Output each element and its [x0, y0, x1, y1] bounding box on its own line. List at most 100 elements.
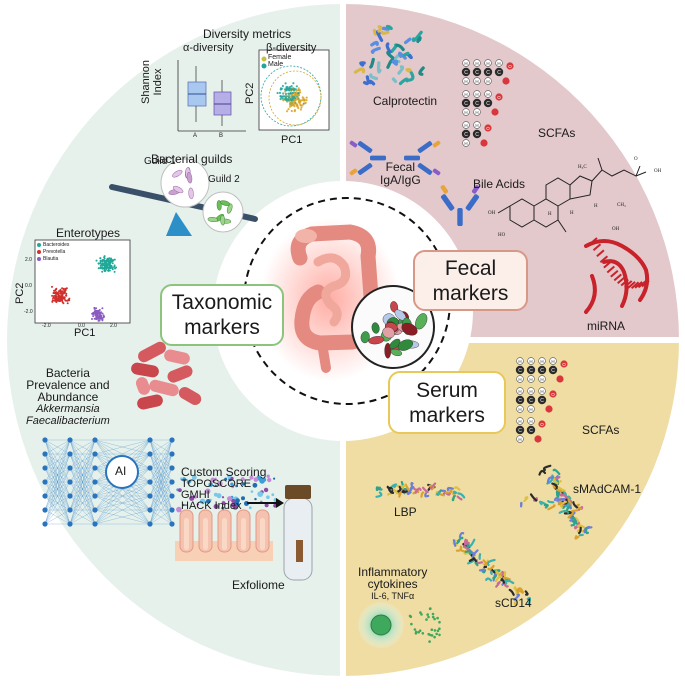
hydrogen-symbol: H: [464, 123, 467, 128]
hydrogen-symbol: H: [529, 377, 532, 382]
prevotella-point: [51, 286, 53, 288]
cytokine-dot: [429, 608, 432, 611]
hydrogen-symbol: H: [464, 61, 467, 66]
entero-ytick-1: 2.0: [25, 257, 32, 263]
scd14-strand: [454, 540, 455, 546]
prevotella-point: [65, 289, 67, 291]
prevotella-point: [64, 298, 66, 300]
bacteroides-point: [99, 257, 101, 259]
prevotella-point: [65, 293, 67, 295]
lbp-strand: [393, 484, 397, 487]
bacteroides-point: [103, 256, 105, 258]
beta-point: [295, 92, 297, 94]
guild2-bacterium: [220, 215, 225, 225]
network-node: [42, 451, 47, 456]
prevotella-point: [62, 302, 64, 304]
prevotella-point: [68, 298, 70, 300]
taxonomic-title-line2: markers: [172, 315, 272, 340]
oxygen-symbol: O: [508, 64, 512, 69]
blautia-point: [92, 312, 94, 314]
hydrogen-symbol: H: [486, 79, 489, 84]
cytokine-dot: [436, 617, 439, 620]
beta-point: [297, 94, 299, 96]
bacteroides-point: [96, 260, 98, 262]
beta-point: [284, 88, 286, 90]
beta-point: [297, 106, 299, 108]
blautia-point: [92, 315, 94, 317]
oxygen-atom: [480, 139, 487, 146]
cytokine-dot: [437, 630, 440, 633]
bacteroides-point: [114, 259, 116, 261]
prevotella-point: [62, 295, 64, 297]
prevotella-point: [56, 297, 58, 299]
carbon-symbol: C: [551, 368, 555, 374]
blautia-point: [102, 313, 104, 315]
bile-atom-label: OH: [654, 169, 662, 174]
network-node: [147, 479, 152, 484]
beta-point: [299, 100, 301, 102]
prevotella-point: [61, 292, 63, 294]
bacteroides-point: [108, 270, 110, 272]
shannon-label: Shannon Index: [140, 60, 164, 104]
legend-dot-prevotella: [37, 250, 41, 254]
hydrogen-symbol: H: [475, 61, 478, 66]
villus-core: [184, 518, 189, 550]
bile-atom-label: CH₃: [617, 203, 626, 208]
oxygen-symbol: O: [562, 362, 566, 367]
prevalence-label: Bacteria Prevalence and Abundance Akkerm…: [26, 367, 110, 427]
network-node: [169, 507, 174, 512]
hydrogen-symbol: H: [464, 92, 467, 97]
bacteroides-point: [100, 265, 102, 267]
hydrogen-symbol: H: [518, 437, 521, 442]
exfoliated-cell: [267, 478, 271, 482]
beta-point: [304, 102, 306, 104]
smadcam-strand: [548, 501, 553, 502]
exfoliated-cell: [273, 478, 275, 480]
lbp-strand: [388, 493, 391, 494]
bacteroides-point: [106, 264, 108, 266]
fecal-iga-line2: IgA/IgG: [380, 174, 421, 187]
oxygen-symbol: O: [497, 95, 501, 100]
scoring-label: Custom Scoring TOPOSCORE GMHI HACK Index: [181, 466, 266, 512]
beta-point: [280, 98, 282, 100]
scd14-strand: [476, 563, 478, 565]
carbon-symbol: C: [475, 101, 479, 107]
cytokines-line2: cytokines: [358, 578, 427, 590]
network-node: [92, 437, 97, 442]
carbon-symbol: C: [540, 368, 544, 374]
lbp-strand: [403, 491, 407, 492]
network-node: [169, 479, 174, 484]
alpha-tick-b: B: [219, 133, 223, 139]
lbp-label: LBP: [394, 505, 417, 519]
legend-dot-bacteroides: [37, 243, 41, 247]
cytokine-dot: [438, 634, 441, 637]
network-node: [147, 451, 152, 456]
hydrogen-symbol: H: [497, 61, 500, 66]
carbon-symbol: C: [475, 70, 479, 76]
taxonomic-title-line1: Taxonomic: [172, 290, 272, 315]
network-node: [67, 451, 72, 456]
oxygen-atom: [556, 375, 563, 382]
entero-legend-bacteroides: Bacteroides: [43, 242, 69, 248]
cytokine-dot: [425, 618, 428, 621]
carbon-symbol: C: [464, 70, 468, 76]
network-node: [42, 521, 47, 526]
bile-acids-label: Bile Acids: [473, 177, 525, 191]
calprotectin-helix: [379, 63, 380, 72]
smadcam-strand: [557, 499, 564, 501]
beta-point: [300, 108, 302, 110]
hydrogen-symbol: H: [518, 419, 521, 424]
network-node: [147, 521, 152, 526]
hydrogen-symbol: H: [518, 389, 521, 394]
shannon-line1: Shannon: [140, 60, 152, 104]
prevotella-point: [67, 302, 69, 304]
network-node: [92, 451, 97, 456]
beta-diversity-label: β-diversity: [266, 42, 316, 54]
calprotectin-helix: [383, 28, 388, 29]
network-node: [92, 465, 97, 470]
bacteroides-point: [104, 261, 106, 263]
bile-atom-label: OH: [612, 227, 620, 232]
beta-point: [290, 98, 292, 100]
cytokine-dot: [427, 616, 430, 619]
